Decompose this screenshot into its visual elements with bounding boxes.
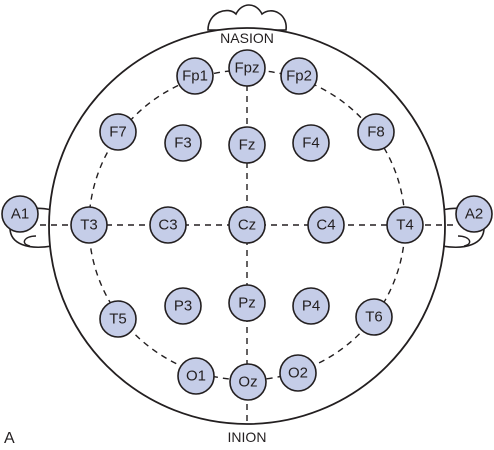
electrode-label: C4 [316, 217, 335, 234]
nasion-label: NASION [220, 30, 274, 46]
electrode-label: C3 [158, 217, 177, 234]
electrode-fz: Fz [228, 126, 266, 164]
electrode-label: T5 [109, 311, 127, 328]
panel-label: A [4, 430, 15, 447]
electrode-t5: T5 [99, 300, 137, 338]
electrode-label: O1 [186, 368, 206, 385]
electrode-label: F4 [302, 135, 320, 152]
electrode-label: T4 [396, 217, 414, 234]
electrode-t3: T3 [70, 206, 108, 244]
electrode-label: F8 [367, 124, 385, 141]
electrodes: Fp1 Fpz Fp2 F7 F3 Fz F4 F8 [1, 49, 493, 401]
electrode-a2: A2 [455, 195, 493, 233]
electrode-a1: A1 [1, 195, 39, 233]
electrode-p4: P4 [292, 287, 330, 325]
electrode-fp2: Fp2 [280, 57, 318, 95]
electrode-label: O2 [288, 365, 308, 382]
inion-label: INION [228, 429, 267, 445]
electrode-label: Fz [239, 137, 256, 154]
electrode-label: F3 [174, 135, 192, 152]
electrode-fp1: Fp1 [176, 57, 214, 95]
electrode-p3: P3 [164, 287, 202, 325]
electrode-label: T3 [80, 217, 98, 234]
electrode-o2: O2 [279, 354, 317, 392]
electrode-label: F7 [109, 124, 127, 141]
electrode-f4: F4 [292, 124, 330, 162]
electrode-oz: Oz [229, 363, 267, 401]
electrode-label: A1 [11, 206, 29, 223]
electrode-pz: Pz [228, 284, 266, 322]
electrode-f7: F7 [99, 113, 137, 151]
electrode-label: Fpz [234, 60, 259, 77]
electrode-t4: T4 [386, 206, 424, 244]
electrode-t6: T6 [355, 298, 393, 336]
electrode-label: Oz [238, 374, 257, 391]
electrode-o1: O1 [177, 357, 215, 395]
electrode-label: P4 [302, 298, 320, 315]
electrode-label: P3 [174, 298, 192, 315]
electrode-c4: C4 [307, 206, 345, 244]
electrode-label: Fp1 [182, 68, 208, 85]
electrode-c3: C3 [149, 206, 187, 244]
electrode-cz: Cz [228, 206, 266, 244]
electrode-label: A2 [465, 206, 483, 223]
electrode-label: Fp2 [286, 68, 312, 85]
electrode-label: Pz [238, 295, 256, 312]
electrode-f8: F8 [357, 113, 395, 151]
nose [207, 4, 287, 31]
electrode-label: Cz [238, 217, 256, 234]
electrode-f3: F3 [164, 124, 202, 162]
electrode-fpz: Fpz [228, 49, 266, 87]
electrode-label: T6 [365, 309, 383, 326]
